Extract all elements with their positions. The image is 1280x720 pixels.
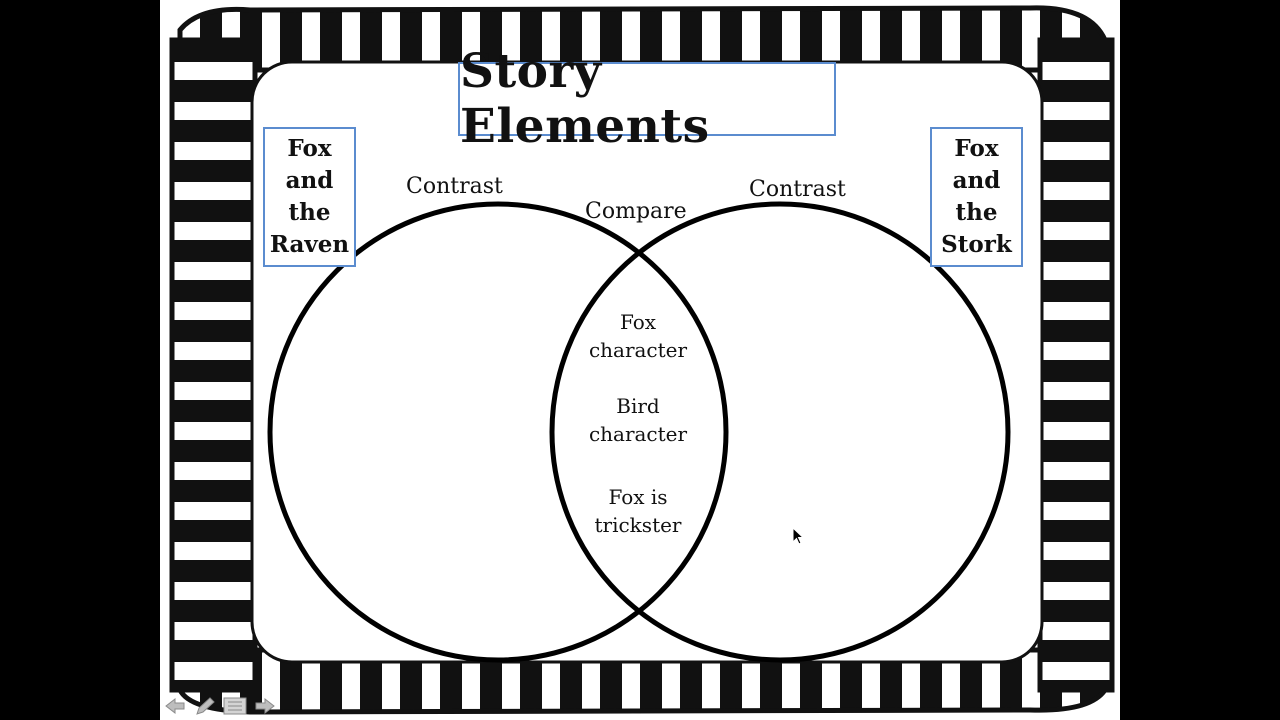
- left-venn-circle: [267, 201, 729, 663]
- title-box: Story Elements: [458, 44, 836, 154]
- left-contrast-label: Contrast: [406, 174, 503, 199]
- striped-frame: [169, 5, 1115, 715]
- compare-item-fox-trickster: Fox is trickster: [594, 485, 682, 537]
- forward-button[interactable]: [252, 695, 278, 717]
- right-story-box: Fox and the Stork: [930, 127, 1023, 267]
- forward-arrow-icon: [255, 697, 275, 715]
- back-arrow-icon: [165, 697, 185, 715]
- pen-icon: [196, 697, 215, 715]
- right-story-title: Fox and the Stork: [941, 135, 1012, 258]
- slide: Story Elements Fox and the Raven Fox and…: [160, 0, 1120, 720]
- compare-item-fox-character: Fox character: [588, 310, 688, 362]
- right-contrast-label: Contrast: [749, 177, 846, 202]
- menu-button[interactable]: [222, 695, 248, 717]
- slide-title: Story Elements: [460, 44, 710, 154]
- mouse-cursor-icon: [792, 527, 805, 545]
- back-button[interactable]: [162, 695, 188, 717]
- compare-label: Compare: [585, 199, 687, 224]
- menu-icon: [223, 697, 247, 715]
- player-controls: [162, 694, 278, 718]
- left-story-box: Fox and the Raven: [263, 127, 356, 267]
- pen-button[interactable]: [192, 695, 218, 717]
- compare-item-bird-character: Bird character: [588, 394, 688, 446]
- left-story-title: Fox and the Raven: [269, 135, 350, 258]
- right-venn-circle: [549, 201, 1011, 663]
